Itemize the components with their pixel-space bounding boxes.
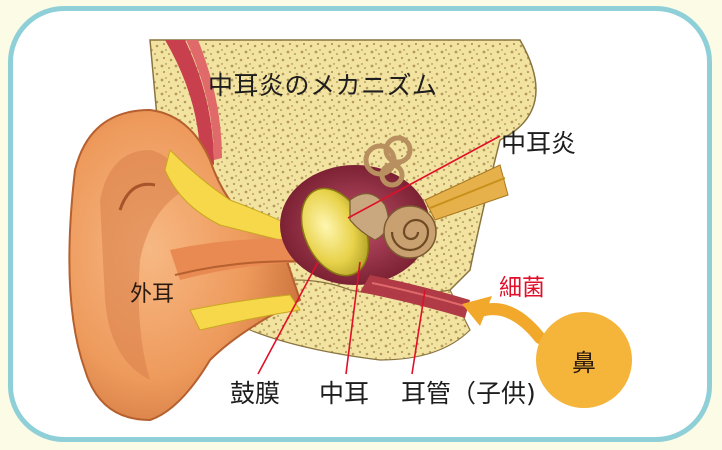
diagram-title: 中耳炎のメカニズム — [208, 66, 438, 102]
label-otitis-media: 中耳炎 — [501, 124, 576, 160]
label-middle-ear: 中耳 — [319, 374, 369, 410]
label-eustachian-tube: 耳管（子供) — [401, 374, 536, 410]
label-eardrum: 鼓膜 — [230, 374, 280, 410]
label-nose: 鼻 — [572, 343, 596, 378]
label-bacteria: 細菌 — [499, 268, 545, 302]
cochlea — [384, 206, 436, 258]
nose-circle: 鼻 — [536, 312, 632, 408]
bacteria-arrow — [478, 309, 540, 338]
label-outer-ear: 外耳 — [130, 276, 174, 308]
